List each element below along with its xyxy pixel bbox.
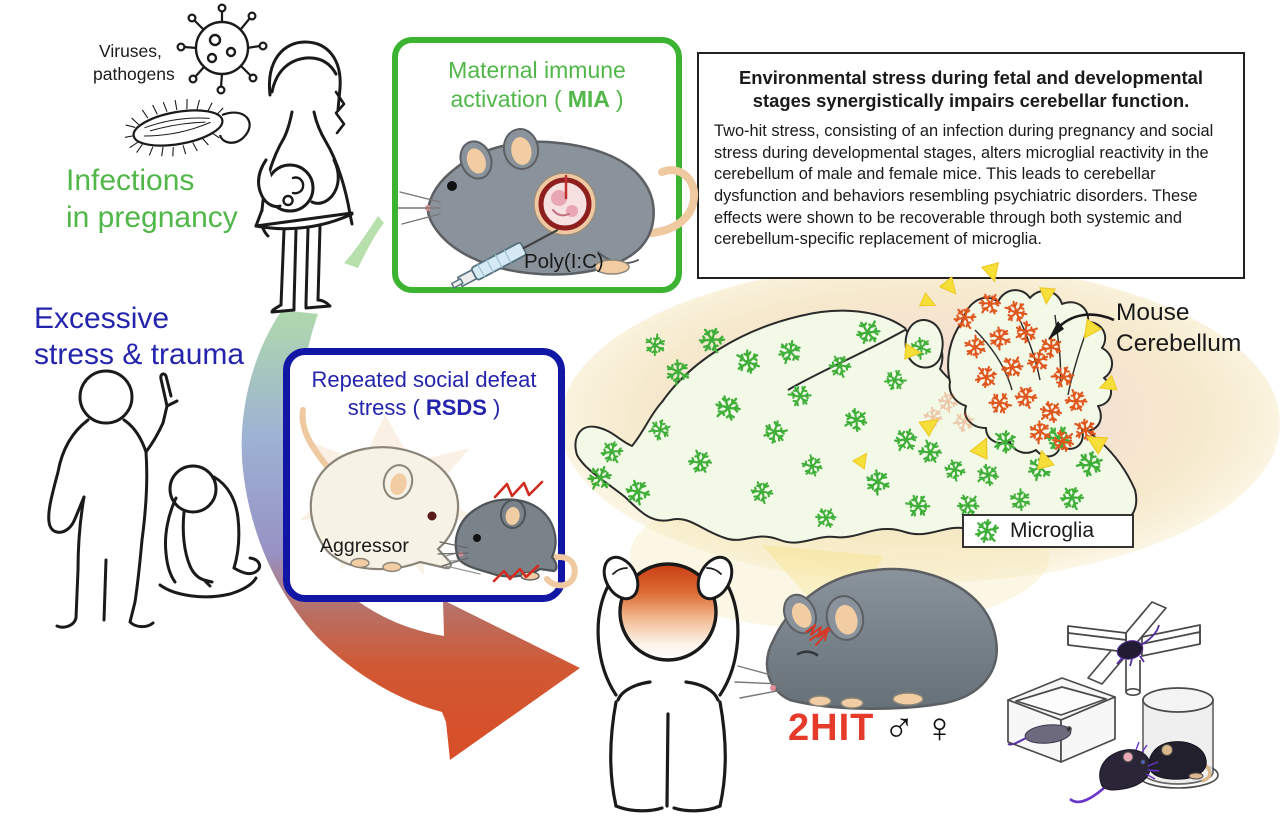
cerebellum-region <box>947 289 1113 458</box>
free-mouse-icon <box>1069 741 1160 804</box>
openfield-mouse-icon <box>1007 724 1072 746</box>
mia-title: Maternal immune activation (MIA) <box>448 57 626 112</box>
cerebellum-label: Mouse Cerebellum <box>1116 299 1242 357</box>
virus-icon <box>176 3 268 95</box>
microglia-legend: Microglia <box>962 514 1134 548</box>
summary-box: Environmental stress during fetal and de… <box>697 52 1245 279</box>
twohit-label: 2HIT <box>788 706 875 749</box>
aggressor-label: Aggressor <box>320 535 409 557</box>
male-symbol: ♂ <box>883 704 915 751</box>
mia-mouse-illustration <box>397 128 699 289</box>
stress-zigzag-top <box>493 480 544 499</box>
stress-zigzag-bottom <box>492 564 540 583</box>
twohit-row: 2HIT ♂ ♀ <box>788 704 955 752</box>
twohit-mouse-illustration <box>734 567 998 710</box>
distressed-person-figure <box>596 555 740 813</box>
pregnant-woman-figure <box>254 40 354 314</box>
summary-title: Environmental stress during fetal and de… <box>739 67 1203 111</box>
cerebellum-pointer-arrowhead <box>1048 321 1064 340</box>
mia-swoosh-arrow <box>344 216 384 268</box>
cylinder-mouse-icon <box>1148 741 1212 783</box>
cylinder-test-icon <box>1069 687 1219 804</box>
two-hit-flow-arrow <box>241 310 580 760</box>
open-field-box-icon <box>1007 677 1116 763</box>
summary-body: Two-hit stress, consisting of an infecti… <box>714 122 1214 249</box>
victim-person-figure <box>155 461 263 602</box>
microglia-legend-label: Microglia <box>1010 519 1095 542</box>
elevated-plus-maze-icon <box>1067 601 1201 697</box>
stress-label: Excessive stress & trauma <box>34 302 245 371</box>
microglia-icon <box>975 519 999 543</box>
maze-mouse-icon <box>1116 624 1160 667</box>
female-symbol: ♀ <box>923 704 956 751</box>
syringe-icon <box>451 229 559 289</box>
polyic-label: Poly(I:C) <box>524 250 604 273</box>
bacterium-icon <box>124 98 251 157</box>
infections-label: Infections in pregnancy <box>66 164 238 234</box>
aggressor-person-figure <box>47 369 179 629</box>
pathogens-label: Viruses, pathogens <box>93 41 175 84</box>
rsds-title: Repeated social defeat stress (RSDS) <box>311 367 537 420</box>
rsds-mice-illustration <box>299 407 578 589</box>
inflammation-scribble <box>805 624 831 646</box>
